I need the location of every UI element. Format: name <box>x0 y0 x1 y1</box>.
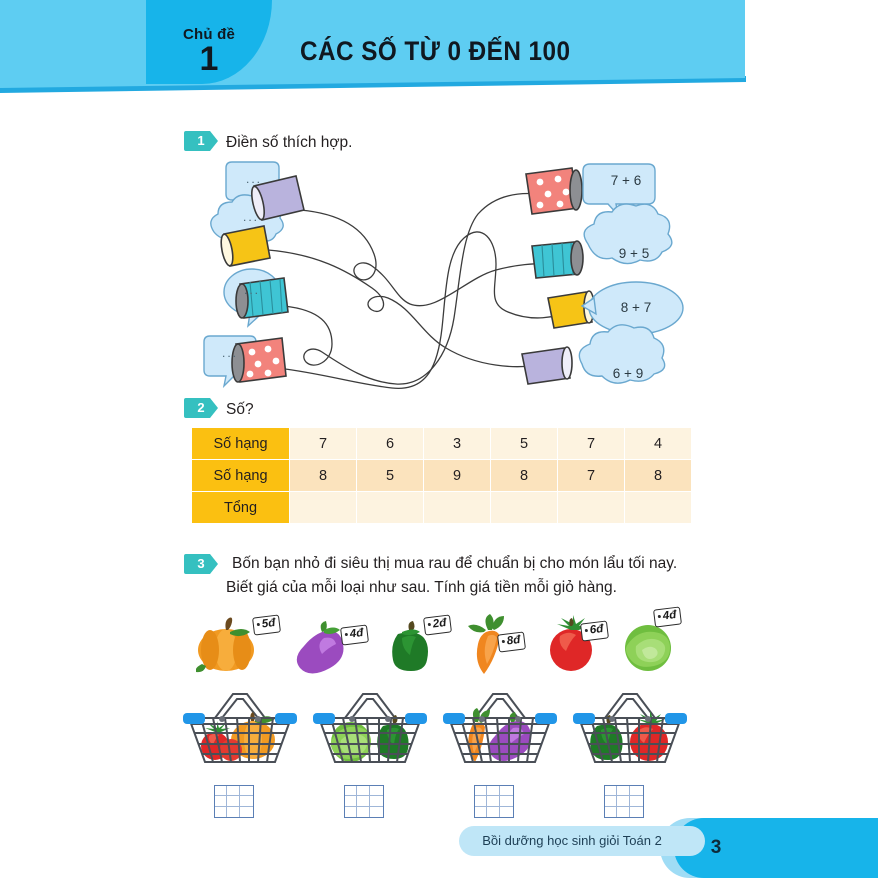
page-header: Chủ đề 1 CÁC SỐ TỪ 0 ĐẾN 100 <box>0 0 878 112</box>
cell-r1c5: 7 <box>557 427 625 460</box>
vegetable-price-list: 5đ 4đ 2đ 8đ 6đ 4đ <box>195 606 696 674</box>
basket-3-graphic <box>443 693 557 763</box>
price-tag-pumpkin: 5đ <box>252 614 282 636</box>
cup-left-yellow <box>220 225 271 267</box>
cup-left-teal <box>235 277 289 319</box>
cell-r3c3[interactable] <box>423 491 491 524</box>
topic-label: Chủ đề <box>182 26 236 43</box>
cell-r2c2: 5 <box>356 459 424 492</box>
basket-1-graphic <box>183 693 297 763</box>
basket-2-answer-box[interactable] <box>344 785 384 818</box>
table-row: Tổng <box>191 491 692 524</box>
row-label-1: Số hạng <box>191 427 290 460</box>
cell-r3c2[interactable] <box>356 491 424 524</box>
basket-row <box>175 688 695 820</box>
cell-r3c5[interactable] <box>557 491 625 524</box>
exercise-badge-3: 3 <box>184 554 218 574</box>
cell-r2c1: 8 <box>289 459 357 492</box>
cup-left-purple <box>251 175 305 221</box>
exercise-badge-1: 1 <box>184 131 218 151</box>
right-bubble-4 <box>578 324 666 384</box>
cup-right-red <box>525 167 583 215</box>
cup-right-purple <box>521 346 573 385</box>
table-row: Số hạng 8 5 9 8 7 8 <box>191 459 692 492</box>
matching-puzzle[interactable]: ... ... ... ... 7 + 6 9 + 5 8 + 7 6 + 9 <box>196 158 696 396</box>
topic-number: 1 <box>199 40 219 78</box>
footer-bar <box>459 826 705 856</box>
vegetable-graphics <box>195 614 671 674</box>
row-label-3: Tổng <box>191 491 290 524</box>
cell-r1c1: 7 <box>289 427 357 460</box>
basket-1 <box>175 688 305 820</box>
price-tag-cabbage: 4đ <box>653 606 683 628</box>
exercise-text-3: Bốn bạn nhỏ đi siêu thị mua rau để chuẩn… <box>226 555 678 597</box>
exercise-text-1: Điền số thích hợp. <box>226 134 353 151</box>
price-tag-tomato: 6đ <box>580 620 610 642</box>
basket-2-graphic <box>313 693 427 763</box>
cup-left-red <box>231 337 287 383</box>
cabbage-icon <box>625 625 671 671</box>
row-label-2: Số hạng <box>191 459 290 492</box>
price-tag-carrot: 8đ <box>497 631 527 653</box>
cell-r1c4: 5 <box>490 427 558 460</box>
cell-r3c1[interactable] <box>289 491 357 524</box>
table-row: Số hạng 7 6 3 5 7 4 <box>191 427 692 460</box>
addends-table: Số hạng 7 6 3 5 7 4 Số hạng 8 5 9 8 7 8 … <box>191 427 692 524</box>
cell-r2c4: 8 <box>490 459 558 492</box>
exercise-badge-2: 2 <box>184 398 218 418</box>
page-number-bg <box>674 818 878 878</box>
cell-r3c6[interactable] <box>624 491 692 524</box>
basket-1-answer-box[interactable] <box>214 785 254 818</box>
cell-r2c3: 9 <box>423 459 491 492</box>
cell-r2c6: 8 <box>624 459 692 492</box>
price-tag-bell-pepper: 2đ <box>423 614 453 636</box>
right-bubble-2 <box>583 203 673 265</box>
page-title: CÁC SỐ TỪ 0 ĐẾN 100 <box>300 36 571 66</box>
basket-2 <box>305 688 435 820</box>
bell-pepper-icon <box>392 621 428 671</box>
cell-r2c5: 7 <box>557 459 625 492</box>
basket-3-answer-box[interactable] <box>474 785 514 818</box>
cup-right-teal <box>531 240 584 279</box>
cell-r1c3: 3 <box>423 427 491 460</box>
footer-text: Bồi dưỡng học sinh giỏi Toán 2 <box>482 833 662 848</box>
price-tag-eggplant: 4đ <box>340 624 370 646</box>
eggplant-icon <box>296 621 344 674</box>
right-bubble-3 <box>580 281 684 335</box>
puzzle-graphics <box>203 161 684 389</box>
cell-r3c4[interactable] <box>490 491 558 524</box>
basket-4 <box>565 688 695 820</box>
exercise-text-2: Số? <box>226 401 254 418</box>
page-number: 3 <box>710 837 722 858</box>
pumpkin-icon <box>195 617 254 673</box>
carrot-icon <box>468 614 504 674</box>
basket-3 <box>435 688 565 820</box>
header-banner <box>0 0 745 88</box>
cell-r1c2: 6 <box>356 427 424 460</box>
basket-4-answer-box[interactable] <box>604 785 644 818</box>
basket-4-graphic <box>573 693 687 763</box>
cell-r1c6: 4 <box>624 427 692 460</box>
